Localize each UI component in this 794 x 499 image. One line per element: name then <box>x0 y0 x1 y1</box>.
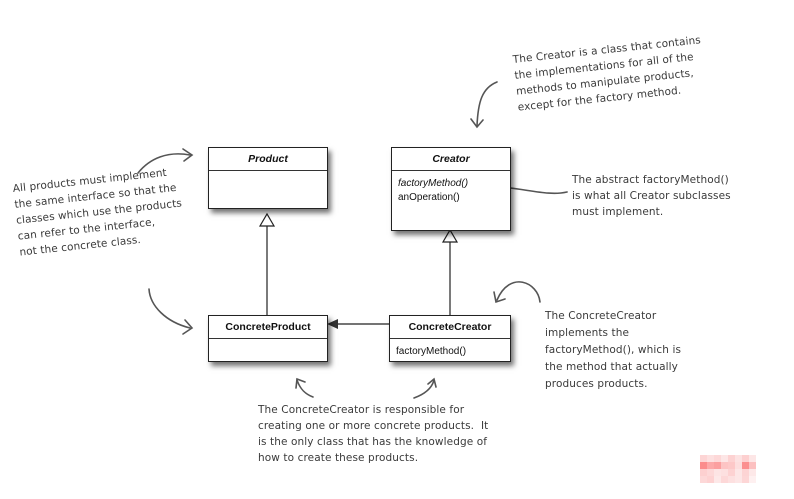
operation-factory-method-concrete: factoryMethod() <box>396 346 467 357</box>
note-abstract-factory-method: The abstract factoryMethod() is what all… <box>572 174 731 218</box>
class-concrete-product: ConcreteProduct <box>208 315 328 362</box>
class-name-product: Product <box>209 148 327 171</box>
class-name-concrete-product: ConcreteProduct <box>209 316 327 339</box>
association-arrowhead <box>327 319 338 329</box>
class-body-creator: factoryMethod() anOperation() <box>392 171 510 205</box>
note-arrow-products-down <box>148 288 191 329</box>
note-arrow-responsible-right <box>413 379 435 399</box>
note-concrete-creator-implements: The ConcreteCreator implements the facto… <box>545 310 682 390</box>
note-arrow-concrete-creator-head <box>493 291 506 304</box>
class-body-concrete-product <box>209 339 327 345</box>
note-arrow-creator <box>476 81 498 127</box>
note-arrow-responsible-right-head <box>427 377 437 388</box>
generalization-triangle-creator <box>441 228 459 243</box>
generalization-triangle-product <box>258 212 276 227</box>
class-creator: Creator factoryMethod() anOperation() <box>391 147 511 231</box>
note-arrow-responsible-left-head <box>295 377 306 389</box>
operation-an-operation: anOperation() <box>398 192 460 203</box>
class-name-creator: Creator <box>392 148 510 171</box>
note-arrow-concrete-creator <box>496 281 541 303</box>
pixelated-watermark <box>700 455 756 483</box>
class-body-product <box>209 171 327 177</box>
class-concrete-creator: ConcreteCreator factoryMethod() <box>389 315 511 362</box>
class-name-concrete-creator: ConcreteCreator <box>390 316 510 339</box>
note-arrow-creator-head <box>470 118 484 129</box>
note-concrete-creator-responsible: The ConcreteCreator is responsible for c… <box>258 404 489 464</box>
note-arrow-products-down-head <box>182 319 194 335</box>
note-arrow-products-up-head <box>182 148 194 162</box>
class-product: Product <box>208 147 328 209</box>
class-body-concrete-creator: factoryMethod() <box>390 339 510 359</box>
note-arrow-responsible-left <box>296 379 314 398</box>
note-arrow-products-up <box>137 153 191 174</box>
operation-factory-method: factoryMethod() <box>398 178 469 189</box>
